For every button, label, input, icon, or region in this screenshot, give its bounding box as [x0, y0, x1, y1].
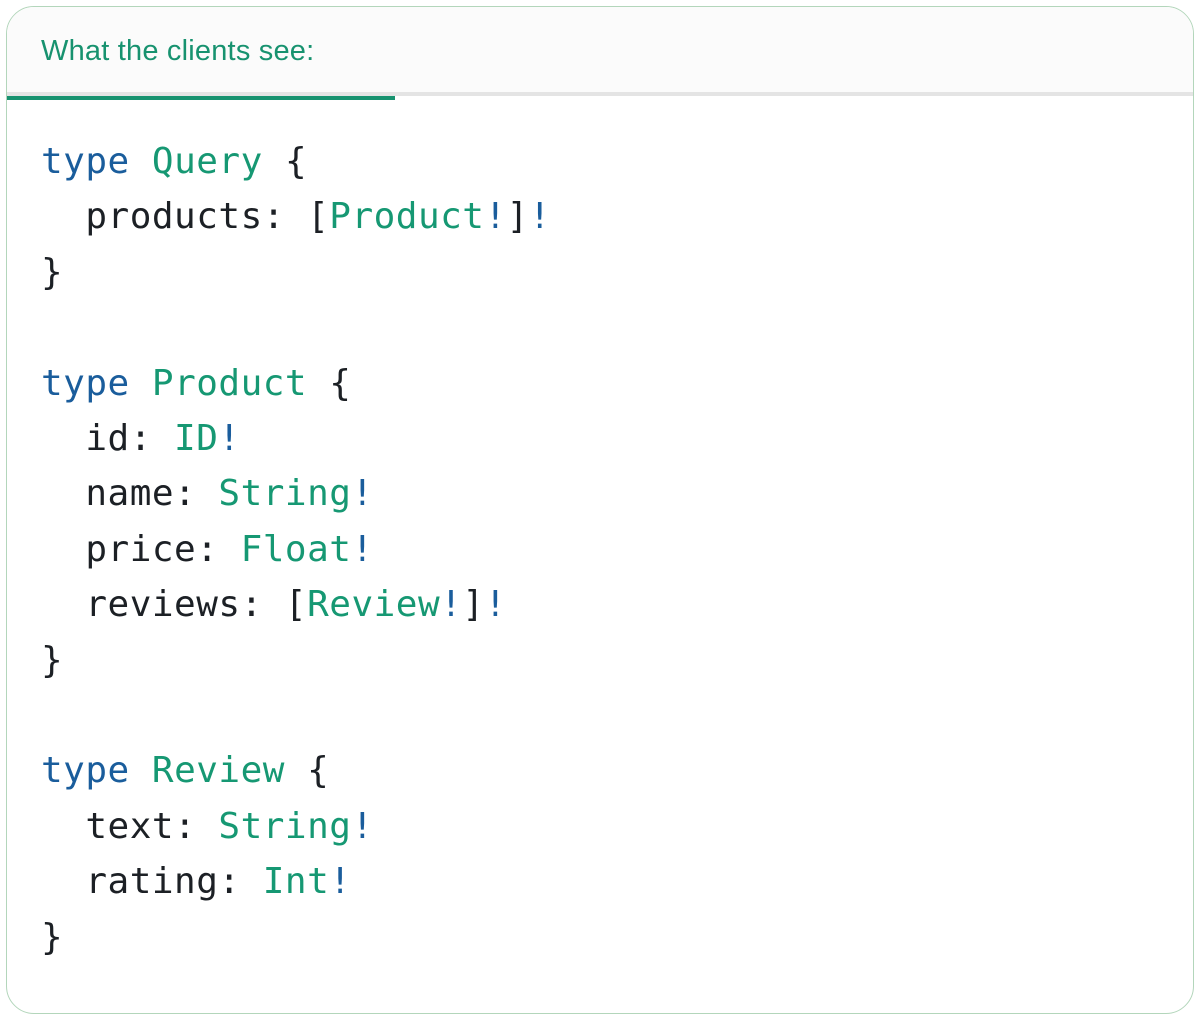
code-line: name: String! — [41, 466, 1163, 521]
code-token: ] — [506, 196, 529, 238]
code-line: price: Float! — [41, 522, 1163, 577]
code-token: ! — [218, 418, 241, 460]
code-token: price: — [41, 528, 241, 570]
code-token — [130, 363, 152, 404]
code-token: { — [284, 750, 330, 792]
code-token: ! — [329, 861, 352, 903]
code-line: id: ID! — [41, 411, 1163, 466]
code-token: } — [41, 251, 64, 293]
code-token: Product — [151, 362, 308, 404]
code-token: { — [262, 141, 308, 182]
code-line: } — [41, 633, 1163, 688]
code-token: { — [307, 362, 352, 404]
code-token: } — [41, 639, 64, 681]
code-token: Product — [329, 196, 485, 238]
code-token: Int — [262, 861, 330, 903]
tab-what-clients-see[interactable]: What the clients see: — [7, 7, 395, 100]
code-token: type — [41, 141, 130, 182]
code-token: String — [218, 473, 352, 515]
code-token: products: [ — [41, 196, 330, 238]
code-token: type — [41, 750, 130, 792]
code-block: type Query { products: [Product!]!}type … — [7, 96, 1193, 995]
code-token: String — [218, 805, 352, 847]
code-token: id: — [41, 418, 175, 460]
code-token: ! — [351, 528, 374, 570]
code-token: Query — [151, 141, 263, 182]
code-line: type Product { — [41, 356, 1163, 411]
code-token: } — [41, 916, 64, 958]
code-line — [41, 300, 1163, 355]
code-line: reviews: [Review!]! — [41, 577, 1163, 632]
code-token: ! — [484, 584, 507, 626]
code-token: ! — [440, 584, 463, 626]
code-token: ] — [462, 584, 485, 626]
code-token: type — [41, 362, 130, 404]
code-token: Review — [151, 750, 285, 792]
code-token: rating: — [41, 861, 263, 903]
code-token: reviews: [ — [41, 584, 308, 626]
code-token: ! — [351, 805, 374, 847]
code-token: name: — [41, 473, 219, 515]
code-token: ! — [484, 196, 507, 238]
code-line: } — [41, 910, 1163, 965]
code-line: } — [41, 245, 1163, 300]
code-token: ID — [174, 418, 219, 460]
schema-panel: What the clients see: type Query { produ… — [6, 6, 1194, 1014]
code-line — [41, 688, 1163, 743]
code-line: text: String! — [41, 799, 1163, 854]
code-line: products: [Product!]! — [41, 189, 1163, 244]
code-token — [130, 750, 152, 791]
code-token: ! — [528, 196, 552, 238]
code-token: text: — [41, 805, 219, 847]
code-line: type Review { — [41, 743, 1163, 798]
code-token: Review — [307, 584, 441, 626]
code-token: ! — [351, 473, 374, 515]
code-token: Float — [240, 528, 352, 570]
tab-bar: What the clients see: — [7, 7, 1193, 100]
code-token — [130, 141, 152, 182]
tab-label: What the clients see: — [41, 35, 315, 67]
code-line: type Query { — [41, 134, 1163, 189]
code-line: rating: Int! — [41, 854, 1163, 909]
